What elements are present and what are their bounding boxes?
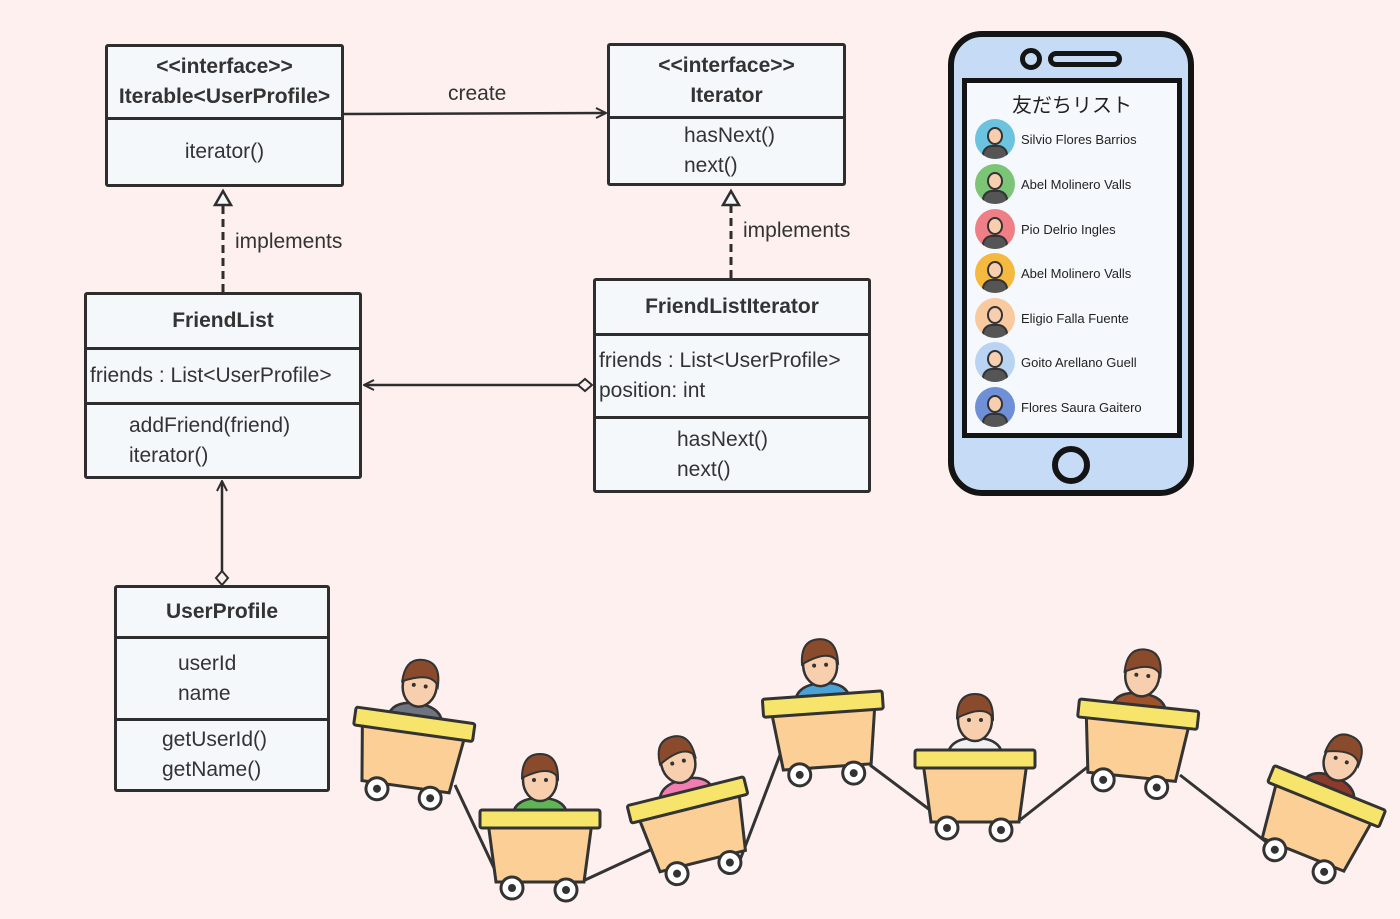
passenger-cart (478, 752, 602, 903)
cart-coupling (869, 763, 931, 812)
userprofile-name: UserProfile (165, 600, 279, 623)
avatar (975, 164, 1015, 204)
passenger-cart (913, 692, 1037, 843)
avatar (975, 298, 1015, 338)
phone-home-button-icon (1052, 446, 1090, 484)
iterable-method: iterator() (184, 140, 265, 163)
friend-name: Silvio Flores Barrios (1021, 131, 1137, 147)
cart-coupling (1019, 763, 1091, 822)
friendlist-class-box[interactable]: FriendList friends : List<UserProfile> a… (84, 292, 362, 479)
friend-name: Pio Delrio Ingles (1021, 221, 1116, 237)
cart-coupling (453, 784, 497, 871)
iterable-interface-box[interactable]: <<interface>> Iterable<UserProfile> iter… (105, 44, 344, 187)
friend-name: Abel Molinero Valls (1021, 176, 1132, 192)
userprofile-field-userid: userId (178, 651, 237, 675)
friend-list-item[interactable]: Abel Molinero Valls (975, 253, 1131, 293)
phone-speaker-icon (1048, 51, 1122, 67)
friend-name: Abel Molinero Valls (1021, 265, 1132, 281)
cart-coupling (584, 848, 651, 882)
iterator-interface-box[interactable]: <<interface>> Iterator hasNext() next() (607, 43, 846, 186)
friend-list-item[interactable]: Silvio Flores Barrios (975, 119, 1137, 159)
friendlistiterator-method-next: next() (677, 457, 731, 481)
userprofile-method-getuserid: getUserId() (162, 728, 268, 751)
iterable-name: Iterable<UserProfile> (118, 85, 331, 108)
friend-name: Flores Saura Gaitero (1021, 399, 1142, 415)
implements-right-label: implements (743, 219, 851, 242)
iterator-stereotype: <<interface>> (658, 54, 795, 77)
implements-right-arrowhead (720, 188, 742, 207)
friendlist-method-addfriend: addFriend(friend) (129, 413, 291, 437)
friend-list-item[interactable]: Abel Molinero Valls (975, 164, 1131, 204)
iterator-method-hasnext: hasNext() (684, 124, 776, 147)
implements-left-label: implements (235, 230, 343, 253)
userprofile-field-name: name (178, 681, 231, 705)
friendlist-name: FriendList (172, 309, 274, 332)
avatar (975, 209, 1015, 249)
friendlistiterator-field-position: position: int (599, 379, 706, 402)
passenger-cart (760, 638, 885, 788)
cart-coupling (1179, 773, 1271, 847)
passenger-cart (1260, 733, 1387, 885)
avatar (975, 342, 1015, 382)
friend-name: Goito Arellano Guell (1021, 354, 1137, 370)
iterator-method-next: next() (684, 154, 738, 177)
avatar (975, 253, 1015, 293)
avatar (975, 119, 1015, 159)
phone-camera-icon (1020, 48, 1042, 70)
friend-name: Eligio Falla Fuente (1021, 310, 1129, 326)
friend-list-item[interactable]: Pio Delrio Ingles (975, 209, 1116, 249)
create-edge (343, 113, 606, 114)
userprofile-class-box[interactable]: UserProfile userId name getUserId() getN… (114, 585, 330, 792)
passenger-cart (626, 735, 749, 887)
aggregation-iterator-diamond (576, 377, 594, 393)
implements-left-arrowhead (212, 188, 234, 207)
friend-list-item[interactable]: Flores Saura Gaitero (975, 387, 1142, 427)
friendlistiterator-method-hasnext: hasNext() (677, 427, 769, 451)
cart-coupling (738, 754, 782, 861)
iterator-name: Iterator (690, 84, 763, 107)
create-label: create (448, 82, 507, 105)
friendlistiterator-class-box[interactable]: FriendListIterator friends : List<UserPr… (593, 278, 871, 493)
passenger-cart (352, 658, 477, 811)
friendlistiterator-field-friends: friends : List<UserProfile> (599, 349, 841, 372)
friend-list-title: 友だちリスト (1012, 93, 1132, 117)
friendlistiterator-name: FriendListIterator (645, 295, 819, 318)
userprofile-method-getname: getName() (162, 758, 262, 781)
iterable-stereotype: <<interface>> (156, 55, 293, 78)
friendlist-field: friends : List<UserProfile> (90, 364, 332, 387)
passenger-cart (1076, 648, 1201, 800)
friendlist-method-iterator: iterator() (129, 443, 209, 467)
friend-list-item[interactable]: Eligio Falla Fuente (975, 298, 1129, 338)
friend-list-item[interactable]: Goito Arellano Guell (975, 342, 1137, 382)
avatar (975, 387, 1015, 427)
